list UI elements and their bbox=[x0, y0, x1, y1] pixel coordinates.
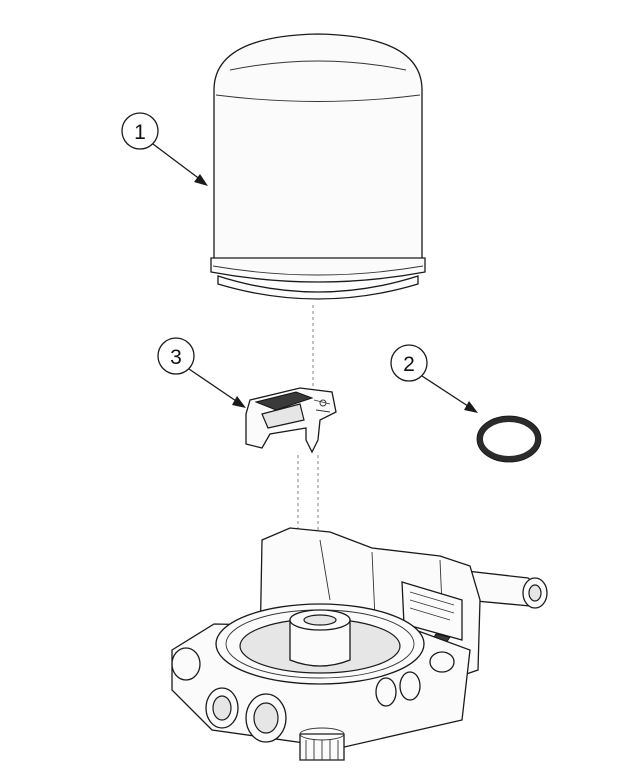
callout-3-arrowhead bbox=[232, 396, 246, 408]
filter-cartridge bbox=[210, 33, 426, 300]
callout-3-label: 3 bbox=[170, 346, 182, 369]
callout-2-arrowhead bbox=[464, 401, 478, 413]
callout-3: 3 bbox=[157, 337, 246, 408]
o-ring bbox=[476, 415, 542, 463]
callout-2-label: 2 bbox=[403, 353, 415, 376]
callout-1-label: 1 bbox=[134, 121, 146, 144]
valve-housing bbox=[171, 527, 548, 761]
clip-bracket bbox=[245, 387, 337, 454]
callout-2: 2 bbox=[390, 344, 478, 413]
callout-1: 1 bbox=[121, 112, 208, 186]
callout-1-arrowhead bbox=[194, 174, 208, 186]
